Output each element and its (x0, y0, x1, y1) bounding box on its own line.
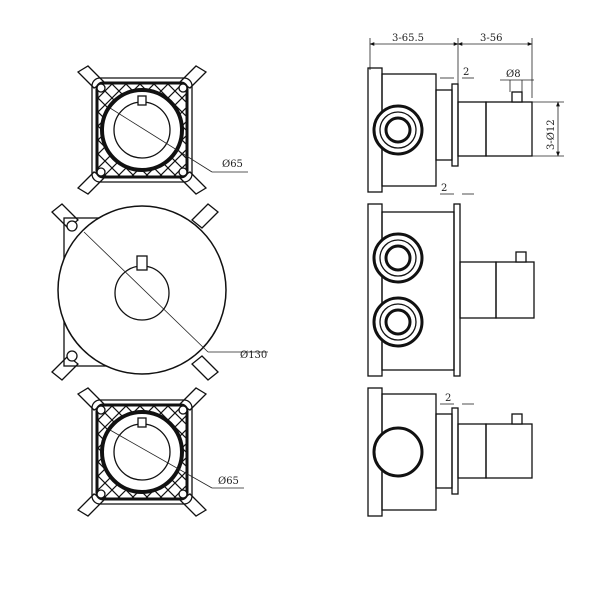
box-screw (96, 489, 106, 499)
box-screw (96, 405, 106, 415)
box-screw (66, 350, 78, 362)
valve-stem (137, 95, 147, 106)
plate-gap-label: 2 (463, 67, 469, 78)
box-screw (178, 489, 188, 499)
stem-diameter-label: Ø8 (506, 69, 521, 80)
diameter-label: Ø65 (222, 159, 243, 170)
side-view-top-unit (367, 67, 533, 193)
box-screw (178, 405, 188, 415)
front-view-bottom-unit: Ø65 (76, 387, 244, 517)
handle-diameter-label: 3-Ø12 (546, 119, 557, 150)
diameter-label: Ø65 (218, 476, 239, 487)
diameter-leader (83, 231, 209, 353)
cover-plate (57, 205, 227, 375)
outlet-port (372, 426, 424, 478)
side-view-round-plate-unit: 2 (367, 183, 535, 377)
side-view-dimensions: 3-65.5 3-56 2 Ø8 3-Ø12 (369, 33, 564, 157)
front-view-round-plate: Ø130 (51, 203, 268, 381)
outlet-port (372, 296, 424, 348)
overall-depth-label: 3-65.5 (392, 33, 424, 44)
plate-gap-label: 2 (441, 183, 447, 194)
box-screw (96, 83, 106, 93)
box-frame (91, 399, 193, 505)
mounting-ears (51, 203, 219, 381)
diameter-leader (109, 107, 213, 173)
outlet-port (372, 104, 424, 156)
handle-depth-label: 3-56 (480, 33, 502, 44)
diameter-leader (109, 429, 213, 489)
side-view-bottom-unit: 2 (367, 387, 533, 517)
outlet-port (372, 232, 424, 284)
plate-gap-label: 2 (445, 393, 451, 404)
box-screw (178, 83, 188, 93)
box-screw (66, 220, 78, 232)
handle-lever (136, 255, 148, 271)
valve-stem (137, 417, 147, 428)
front-view-top-unit: Ø65 (76, 65, 248, 195)
diameter-label: Ø130 (240, 350, 267, 361)
box-screw (96, 167, 106, 177)
box-frame (91, 77, 193, 183)
box-screw (178, 167, 188, 177)
